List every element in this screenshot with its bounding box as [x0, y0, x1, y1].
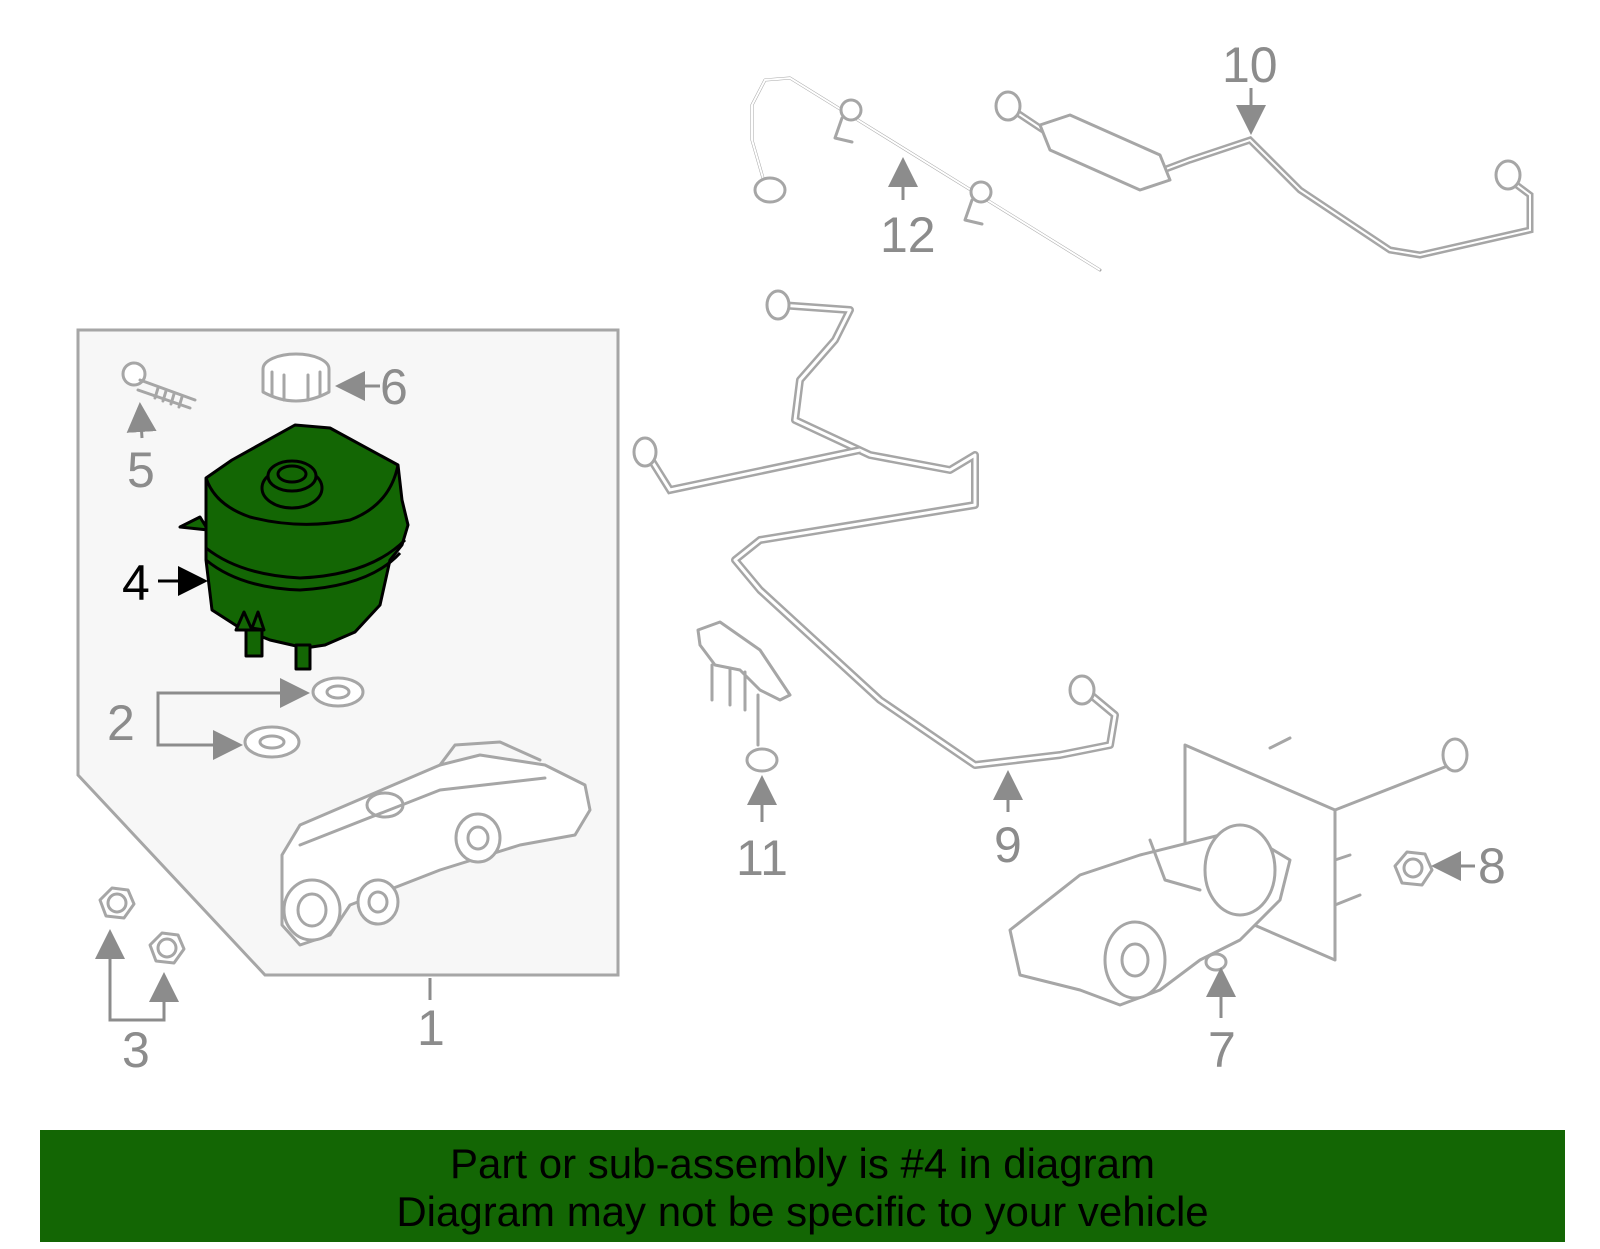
callout-8: 8 — [1478, 838, 1506, 894]
brake-booster-part[interactable] — [1008, 736, 1469, 1007]
callout-6: 6 — [380, 359, 408, 415]
grommet-part[interactable] — [243, 676, 365, 759]
callout-10: 10 — [1222, 37, 1278, 93]
master-cylinder-part[interactable] — [280, 740, 592, 947]
callout-12: 12 — [880, 207, 936, 263]
banner-line-2: Diagram may not be specific to your vehi… — [396, 1188, 1209, 1235]
parts-diagram: 5 6 4 2 3 1 12 10 9 11 7 8 — [76, 37, 1534, 1078]
bolt-part[interactable] — [121, 361, 197, 410]
reservoir-cap-part[interactable] — [261, 352, 331, 403]
leader-lines — [95, 88, 1475, 1022]
brake-line-12-part[interactable] — [750, 76, 1102, 272]
callout-9: 9 — [994, 817, 1022, 873]
callout-1: 1 — [417, 1000, 445, 1056]
nut-part[interactable] — [98, 886, 186, 965]
callout-3: 3 — [122, 1022, 150, 1078]
info-banner: Part or sub-assembly is #4 in diagram Di… — [40, 1130, 1565, 1242]
banner-line-1: Part or sub-assembly is #4 in diagram — [450, 1140, 1155, 1187]
brake-line-9-part[interactable] — [632, 289, 1119, 769]
nut-8-part[interactable] — [1393, 850, 1434, 887]
brake-fluid-reservoir-part[interactable] — [178, 423, 410, 671]
callout-7: 7 — [1208, 1022, 1236, 1078]
callout-5: 5 — [127, 442, 155, 498]
brake-line-10-part[interactable] — [994, 90, 1534, 259]
callout-2: 2 — [107, 695, 135, 751]
callout-11: 11 — [736, 830, 788, 886]
callout-4: 4 — [122, 555, 150, 611]
sensor-11-part[interactable] — [696, 620, 792, 773]
